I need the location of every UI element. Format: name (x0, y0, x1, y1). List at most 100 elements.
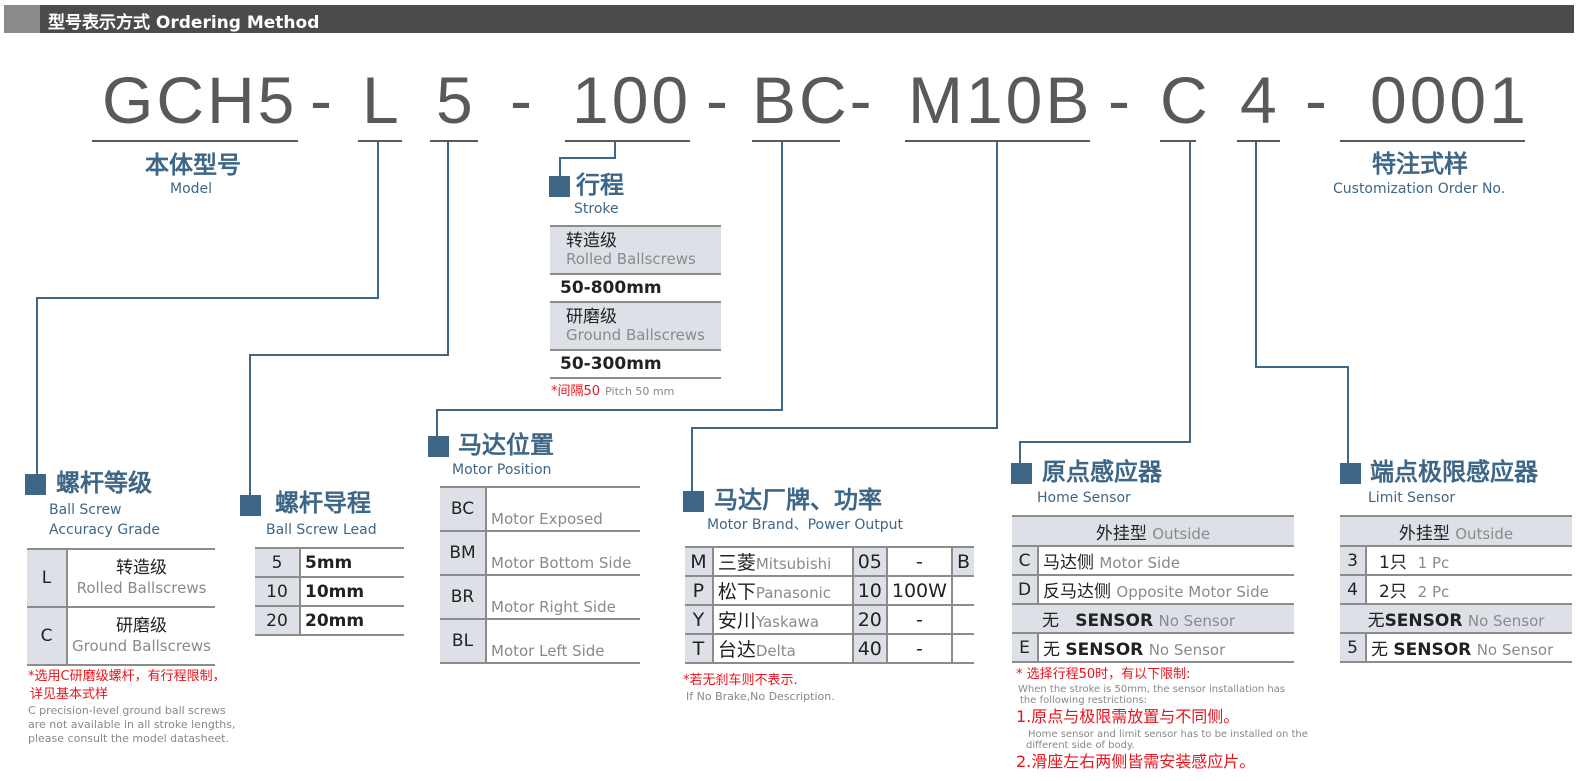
custom-title: 特注式样 (1372, 150, 1468, 178)
brand-code: M (685, 546, 714, 577)
brand-en: Delta (755, 642, 796, 660)
power-value: - (886, 546, 953, 577)
home-code: D (1012, 574, 1039, 605)
home-note-en: When the stroke is 50mm, the sensor inst… (1018, 684, 1286, 695)
header-title: 型号表示方式 Ordering Method (48, 13, 320, 33)
limit-code: 3 (1340, 545, 1367, 576)
grade-subtitle: Accuracy Grade (49, 522, 161, 538)
brand-code: Y (685, 604, 714, 635)
none-en: No Sensor (1476, 641, 1554, 659)
code-series: GCH5 (102, 63, 298, 137)
none-cn: 无 (1371, 640, 1388, 660)
outside-en: Outside (1455, 524, 1514, 543)
stroke-note-cn: *间隔50 (551, 384, 601, 399)
header-tab (4, 5, 40, 33)
bullet-square (240, 495, 261, 516)
limit-cn: 1只 (1379, 553, 1407, 573)
home-cn: 马达侧 (1043, 553, 1094, 573)
underline (1340, 140, 1525, 142)
custom-subtitle: Customization Order No. (1333, 181, 1506, 197)
position-desc: Motor Left Side (486, 618, 640, 664)
underline (1237, 140, 1280, 142)
stroke-range: 50-300mm (550, 349, 721, 379)
lead-code: 20 (255, 605, 301, 636)
position-code: BR (440, 574, 487, 620)
home-note-en: the following restrictions: (1020, 695, 1148, 706)
code-dash: - (1108, 63, 1133, 137)
stroke-en: Ground Ballscrews (566, 326, 705, 344)
bullet-square (428, 436, 449, 457)
restriction-1-en: different side of body. (1026, 740, 1135, 751)
grade-note: 详见基本式样 (30, 687, 109, 702)
none-en: No Sensor (1467, 612, 1545, 630)
brand-title: 马达厂牌、功率 (714, 486, 882, 514)
brand-subtitle: Motor Brand、Power Output (707, 517, 904, 533)
lead-code: 5 (255, 547, 301, 578)
brand-code: P (685, 575, 714, 606)
limit-title: 端点极限感应器 (1370, 458, 1538, 486)
limit-subtitle: Limit Sensor (1368, 490, 1456, 506)
limit-en: 2 Pc (1417, 583, 1450, 601)
power-code: 05 (852, 546, 888, 577)
grade-note-en: please consult the model datasheet. (28, 732, 229, 745)
position-desc: Motor Right Side (486, 574, 640, 620)
underline (905, 140, 1090, 142)
underline (1160, 140, 1196, 142)
empty-cell (951, 604, 974, 635)
power-code: 10 (852, 575, 888, 606)
outside-cn: 外挂型 (1095, 523, 1147, 544)
lead-subtitle: Ball Screw Lead (266, 522, 377, 538)
home-cn: 反马达侧 (1043, 582, 1111, 602)
section-header: 型号表示方式 Ordering Method (4, 5, 1574, 33)
underline (358, 140, 402, 142)
grade-en: Rolled Ballscrews (76, 579, 207, 597)
home-en: Motor Side (1099, 554, 1180, 572)
outside-en: Outside (1152, 524, 1211, 543)
outside-cn: 外挂型 (1398, 523, 1450, 544)
home-title: 原点感应器 (1042, 458, 1162, 486)
brand-code: T (685, 633, 714, 664)
code-dash: - (310, 63, 335, 137)
lead-value: 5mm (300, 547, 404, 578)
brand-en: Panasonic (755, 584, 832, 602)
restriction-1: 1.原点与极限需放置与不同侧。 (1016, 707, 1240, 726)
sensor-label: SENSOR (1384, 611, 1463, 631)
limit-code: 5 (1340, 632, 1367, 663)
stroke-subtitle: Stroke (574, 201, 619, 217)
position-code: BM (440, 530, 487, 576)
none-cn: 无 (1042, 611, 1059, 631)
home-en: Opposite Motor Side (1116, 583, 1269, 601)
power-value: - (886, 633, 953, 664)
code-grade: L (362, 63, 402, 137)
none-cn: 无 (1367, 611, 1385, 631)
grade-subtitle: Ball Screw (49, 502, 122, 518)
model-subtitle: Model (170, 181, 213, 197)
code-stroke: 100 (572, 63, 692, 137)
brand-cn: 三菱 (717, 552, 756, 574)
bullet-square (1011, 463, 1032, 484)
grade-code: L (27, 548, 69, 608)
brake-note: *若无刹车则不表示. (683, 673, 798, 688)
position-subtitle: Motor Position (452, 462, 552, 478)
stroke-title: 行程 (576, 171, 624, 199)
model-title: 本体型号 (145, 151, 241, 179)
home-subtitle: Home Sensor (1037, 490, 1131, 506)
code-order: 0001 (1370, 63, 1529, 137)
restriction-1-en: Home sensor and limit sensor has to be i… (1028, 729, 1308, 740)
bullet-square (683, 491, 704, 512)
home-code: C (1012, 545, 1039, 576)
lead-title: 螺杆导程 (275, 489, 371, 517)
brand-cn: 松下 (717, 581, 756, 603)
position-code: BL (440, 618, 487, 664)
bullet-square (549, 176, 570, 197)
position-desc: Motor Exposed (486, 486, 640, 532)
code-limit: 4 (1240, 63, 1280, 137)
underline (430, 140, 478, 142)
grade-cn: 研磨级 (116, 616, 167, 636)
power-code: 40 (852, 633, 888, 664)
